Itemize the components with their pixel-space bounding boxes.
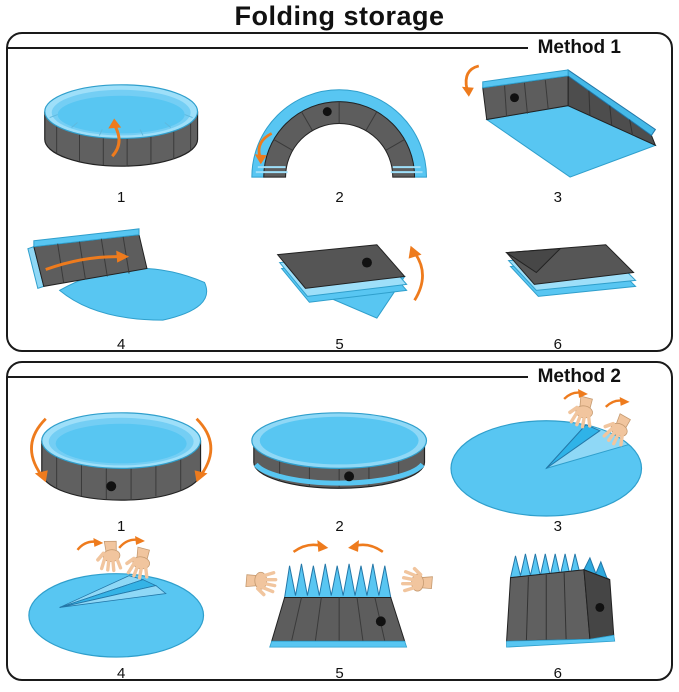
drain-hole-dot bbox=[595, 602, 604, 612]
fold-arrow-icon bbox=[118, 536, 145, 549]
method2-step-4: 4 bbox=[12, 536, 230, 683]
drain-hole-dot bbox=[323, 107, 333, 117]
method1-step-6: 6 bbox=[449, 207, 667, 354]
collapsed-disk-illustration bbox=[251, 412, 428, 489]
step-number: 6 bbox=[553, 665, 562, 682]
step-number: 4 bbox=[116, 665, 126, 682]
step-number: 5 bbox=[335, 665, 344, 682]
wall-folded-flat-illustration bbox=[27, 228, 208, 321]
method1-step-3: 3 bbox=[449, 60, 667, 207]
method1-step-4: 4 bbox=[12, 207, 230, 354]
press-pleats-illustration bbox=[244, 539, 435, 648]
method2-step-1: 1 bbox=[12, 389, 230, 536]
hand-icon bbox=[94, 538, 123, 574]
hand-icon bbox=[244, 570, 278, 597]
method2-steps: 1 2 bbox=[12, 389, 667, 683]
pull-edge-illustration bbox=[450, 389, 642, 517]
method1-step-5: 5 bbox=[230, 207, 448, 354]
pool-collapse-illustration bbox=[30, 412, 213, 501]
hand-icon bbox=[123, 543, 154, 581]
drain-hole-dot bbox=[344, 471, 355, 482]
step-number: 6 bbox=[553, 336, 562, 353]
method2-step-3: 3 bbox=[449, 389, 667, 536]
flip-flap-arrow-icon bbox=[408, 245, 425, 302]
step-number: 1 bbox=[116, 518, 126, 535]
pool-upright-illustration bbox=[44, 84, 199, 167]
pool-folded-arch-illustration bbox=[251, 89, 428, 178]
method1-header: Method 1 bbox=[8, 36, 667, 60]
method1-step-2: 2 bbox=[230, 60, 448, 207]
step-number: 1 bbox=[116, 189, 126, 206]
drain-hole-dot bbox=[509, 93, 519, 103]
press-inward-arrow-icon bbox=[293, 539, 329, 553]
method1-steps: 1 2 bbox=[12, 60, 667, 354]
hand-icon bbox=[401, 566, 435, 593]
accordion-bundle-illustration bbox=[505, 553, 615, 648]
compact-stack-illustration bbox=[504, 244, 637, 297]
step-number: 2 bbox=[335, 518, 344, 535]
method1-divider-line bbox=[8, 47, 528, 49]
fold-up-arrow-icon bbox=[108, 118, 122, 158]
step-number: 5 bbox=[335, 336, 344, 353]
method2-step-5: 5 bbox=[230, 536, 448, 683]
drain-hole-dot bbox=[106, 481, 117, 492]
page-title: Folding storage bbox=[234, 1, 445, 31]
fan-fold-illustration bbox=[28, 536, 205, 658]
drain-hole-dot bbox=[376, 616, 387, 627]
step-number: 2 bbox=[335, 189, 344, 206]
method2-header: Method 2 bbox=[8, 365, 667, 389]
method2-divider-line bbox=[8, 376, 528, 378]
method1-label: Method 1 bbox=[537, 37, 621, 58]
hand-icon bbox=[565, 392, 597, 430]
method2-step-6: 6 bbox=[449, 536, 667, 683]
stack-with-flap-illustration bbox=[276, 244, 425, 319]
press-inward-arrow-icon bbox=[348, 539, 384, 553]
fold-over-arrow-icon bbox=[461, 64, 479, 97]
roll-arrow-icon bbox=[45, 250, 130, 271]
collapse-right-arrow-icon bbox=[194, 417, 213, 483]
method1-panel: Method 1 1 bbox=[6, 32, 673, 354]
pull-arrow-icon bbox=[562, 389, 588, 400]
method2-panel: Method 2 bbox=[6, 361, 673, 683]
step-number: 3 bbox=[553, 518, 562, 535]
drain-hole-dot bbox=[362, 257, 373, 268]
collapse-left-arrow-icon bbox=[30, 417, 48, 483]
fold-arrow-icon bbox=[76, 537, 104, 551]
method1-step-1: 1 bbox=[12, 60, 230, 207]
step-number: 4 bbox=[116, 336, 126, 353]
method2-step-2: 2 bbox=[230, 389, 448, 536]
pool-laid-down-illustration bbox=[461, 64, 657, 178]
method2-label: Method 2 bbox=[537, 366, 621, 387]
fold-down-arrow-icon bbox=[255, 132, 273, 165]
pull-arrow-icon bbox=[604, 396, 630, 408]
step-number: 3 bbox=[553, 189, 562, 206]
